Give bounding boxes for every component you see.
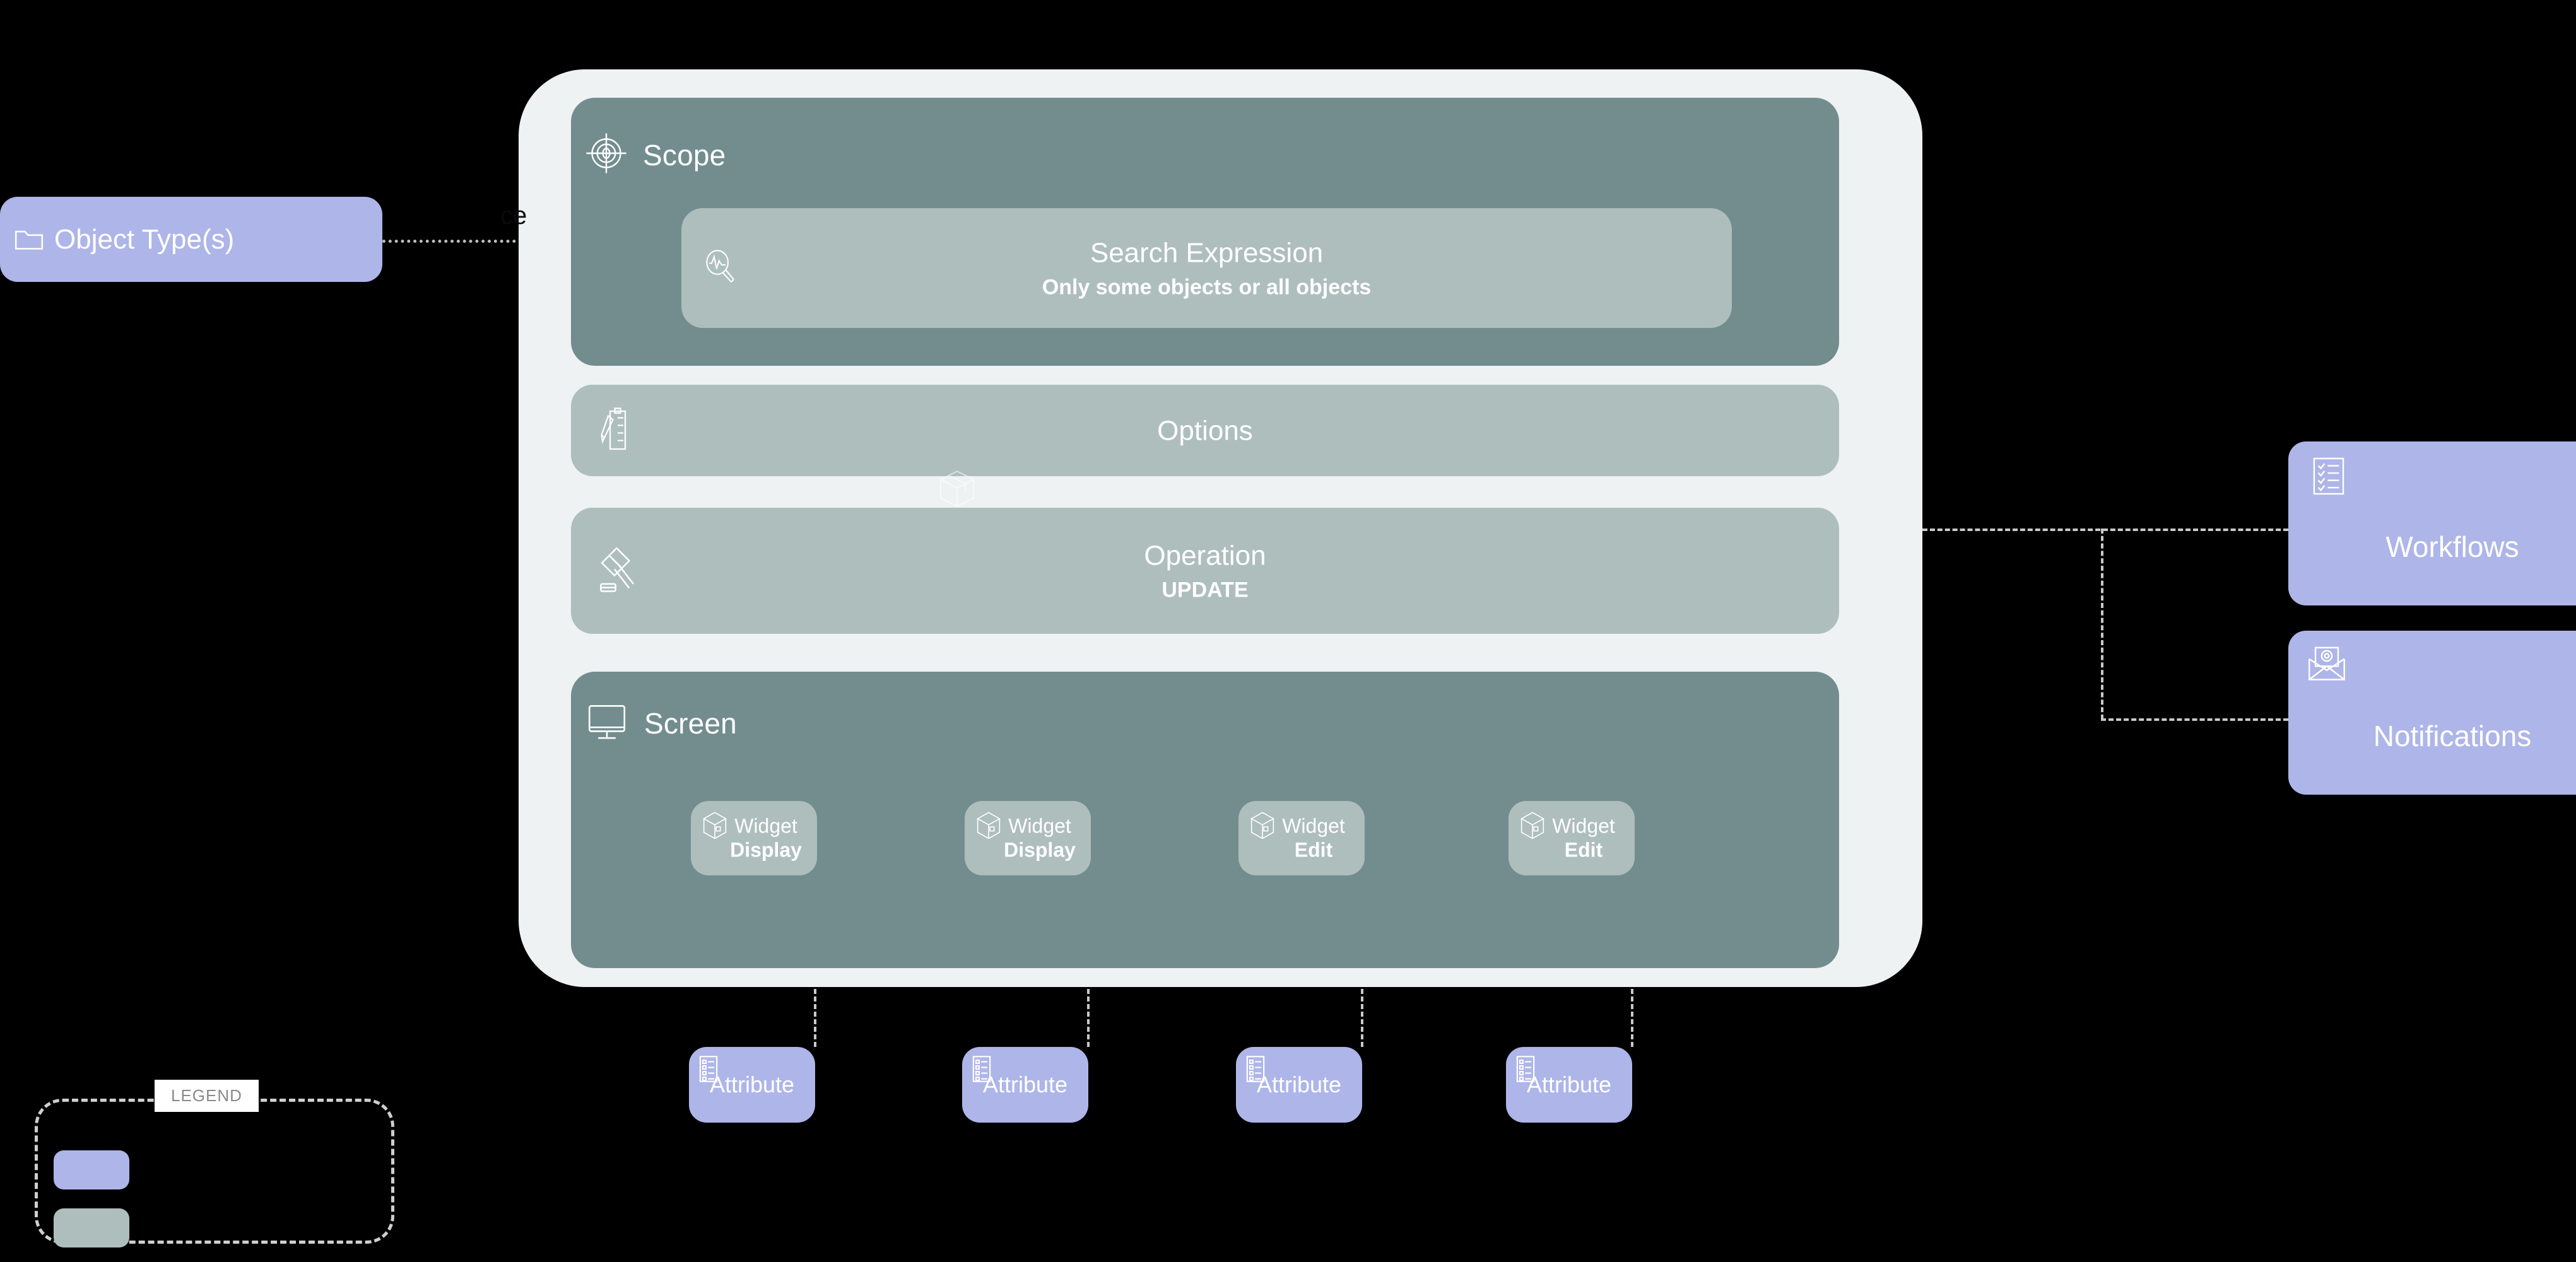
entity-object-types[interactable]: Object Type(s) [0, 197, 382, 282]
entity-attribute[interactable]: Attribute [1506, 1047, 1632, 1123]
widget-label-block: Widget Display [719, 814, 813, 863]
magnifier-pulse-icon [700, 247, 739, 289]
attribute-list-icon [698, 1055, 719, 1087]
widget-mode: Display [730, 839, 802, 862]
package-box-icon [1246, 810, 1279, 846]
entity-workflows[interactable]: Workflows [2288, 441, 2576, 605]
widget-label: Widget [734, 814, 797, 838]
connector-right-branch-vertical [2101, 529, 2103, 720]
section-scope: Scope Search Expression Only some object… [571, 98, 1839, 366]
connector-branch-to-notifications [2101, 718, 2288, 721]
entity-attribute[interactable]: Attribute [962, 1047, 1088, 1123]
widget-label-block: Widget Edit [1536, 814, 1631, 863]
widget-label: Widget [1008, 814, 1071, 838]
section-screen: Screen Widget Display Widget [571, 672, 1839, 968]
widget-card[interactable]: Widget Display [691, 801, 817, 875]
widget-card[interactable]: Widget Display [965, 801, 1091, 875]
row-options[interactable]: Options [571, 385, 1839, 476]
attribute-list-icon [1515, 1055, 1536, 1087]
widget-card[interactable]: Widget Edit [1509, 801, 1635, 875]
scope-title: Scope [643, 138, 726, 172]
monitor-icon [584, 698, 630, 748]
operation-secondary: UPDATE [1162, 578, 1249, 602]
widget-mode: Edit [1294, 839, 1333, 862]
connector-object-types-to-scope [382, 240, 572, 243]
entity-label: Attribute [982, 1072, 1068, 1097]
options-primary: Options [1157, 415, 1253, 446]
screen-title: Screen [644, 706, 737, 740]
legend-swatch-grey [54, 1208, 129, 1247]
widget-label: Widget [1552, 814, 1615, 838]
folder-icon [14, 227, 44, 255]
widget-label-block: Widget Display [992, 814, 1087, 863]
entity-label: Attribute [709, 1072, 795, 1097]
package-box-icon [935, 467, 979, 514]
widget-mode: Display [1004, 839, 1076, 862]
attribute-list-icon [971, 1055, 992, 1087]
widget-label: Widget [1282, 814, 1345, 838]
package-box-icon [698, 810, 731, 846]
options-text: Options [571, 413, 1839, 448]
entity-label: Notifications [2373, 720, 2532, 752]
row-search-expression[interactable]: Search Expression Only some objects or a… [681, 208, 1732, 328]
gavel-icon [597, 544, 644, 598]
screen-header: Screen [584, 698, 737, 748]
legend-swatch-purple [54, 1150, 129, 1189]
envelope-at-icon [2306, 645, 2348, 687]
entity-label: Workflows [2385, 530, 2519, 563]
row-operation[interactable]: Operation UPDATE [571, 508, 1839, 634]
legend-title: LEGEND [155, 1080, 259, 1112]
truncated-edge-label: ce [500, 202, 527, 230]
scope-header: Scope [584, 131, 726, 179]
target-crosshair-icon [584, 131, 629, 179]
widget-label-block: Widget Edit [1266, 814, 1361, 863]
widget-card[interactable]: Widget Edit [1238, 801, 1365, 875]
entity-attribute[interactable]: Attribute [1236, 1047, 1362, 1123]
entity-label: Attribute [1526, 1072, 1612, 1097]
attribute-list-icon [1245, 1055, 1266, 1087]
search-expression-text: Search Expression Only some objects or a… [681, 235, 1732, 301]
connector-operation-to-right [1922, 529, 2288, 531]
entity-attribute[interactable]: Attribute [689, 1047, 815, 1123]
search-expression-secondary: Only some objects or all objects [1042, 275, 1372, 300]
entity-label: Object Type(s) [54, 223, 235, 255]
search-expression-primary: Search Expression [1090, 237, 1324, 269]
checklist-icon [2311, 455, 2346, 500]
operation-text: Operation UPDATE [571, 538, 1839, 604]
package-box-icon [1516, 810, 1549, 846]
operation-primary: Operation [1144, 540, 1266, 571]
entity-notifications[interactable]: Notifications [2288, 631, 2576, 795]
clipboard-pen-icon [597, 406, 638, 455]
package-box-icon [972, 810, 1005, 846]
entity-label: Attribute [1256, 1072, 1342, 1097]
widget-mode: Edit [1564, 839, 1603, 862]
